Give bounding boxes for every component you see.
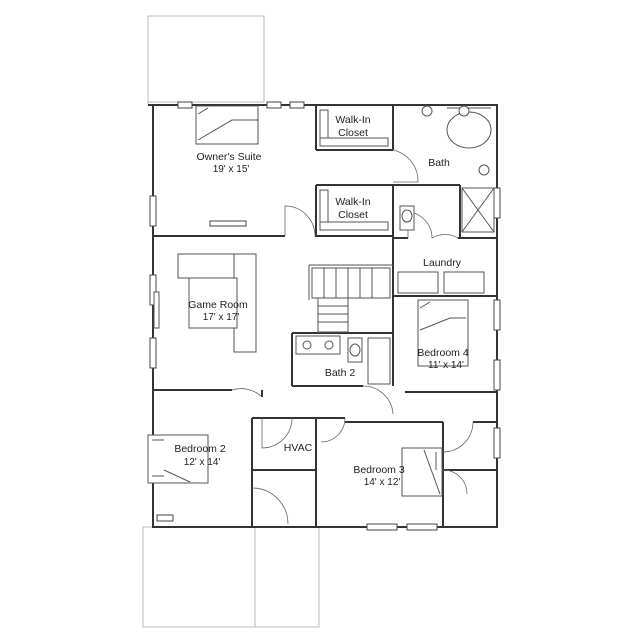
- bedroom-2-name: Bedroom 2: [174, 443, 226, 455]
- bedroom-4-name: Bedroom 4: [417, 347, 469, 359]
- bath-2-name: Bath 2: [325, 367, 356, 379]
- door-swings: [231, 149, 474, 525]
- bedroom-2-dimensions: 12' x 14': [184, 457, 221, 468]
- bath-name: Bath: [428, 157, 450, 169]
- bedroom-3-name: Bedroom 3: [353, 464, 405, 476]
- bedroom-3-dimensions: 14' x 12': [364, 477, 401, 488]
- game-room-name: Game Room: [188, 299, 248, 311]
- walk-in-closet-2-line1: Walk-In: [335, 196, 370, 208]
- owners-suite-dimensions: 19' x 15': [213, 164, 250, 175]
- interior-walls: [153, 105, 497, 527]
- room-labels: Owner's Suite 19' x 15' Walk-In Closet W…: [174, 114, 469, 488]
- laundry-name: Laundry: [423, 257, 462, 269]
- walk-in-closet-1-line2: Closet: [338, 127, 368, 139]
- bedroom-4-dimensions: 11' x 14': [428, 360, 464, 371]
- walk-in-closet-2-line2: Closet: [338, 209, 368, 221]
- exterior-walls: [148, 104, 498, 528]
- owners-suite-name: Owner's Suite: [196, 151, 261, 163]
- fixtures: [147, 105, 495, 497]
- game-room-dimensions: 17' x 17': [203, 312, 240, 323]
- hvac-name: HVAC: [284, 442, 313, 454]
- walk-in-closet-1-line1: Walk-In: [335, 114, 370, 126]
